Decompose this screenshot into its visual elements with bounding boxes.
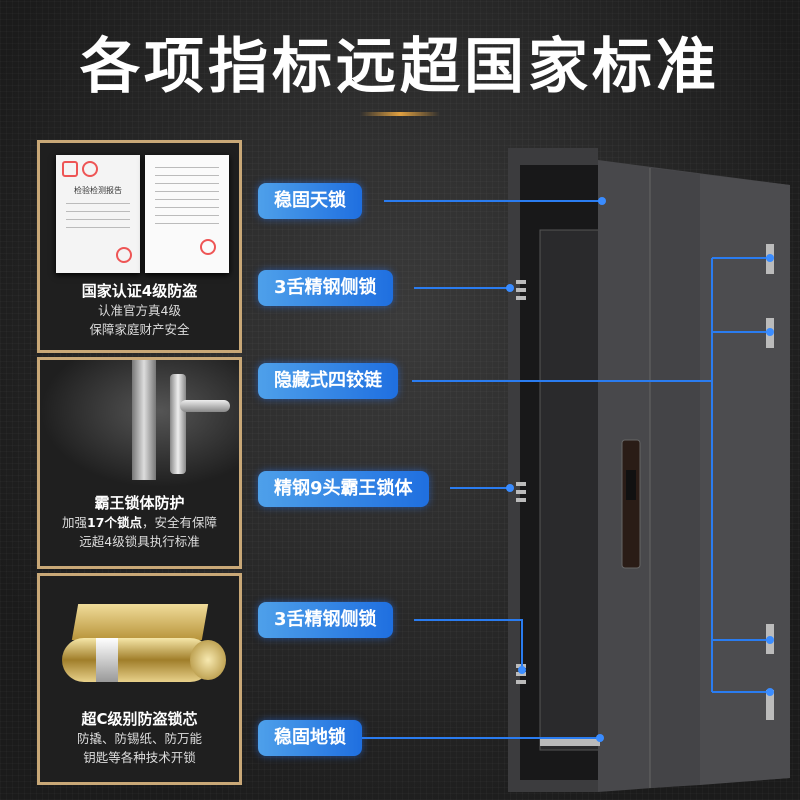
callout-side-lock-upper: 3舌精钢侧锁 [258, 270, 393, 306]
callout-bottom-lock: 稳固地锁 [258, 720, 362, 756]
panel-heading: 超C级别防盗锁芯 [81, 710, 198, 728]
test-report-image [145, 155, 229, 273]
callout-dots [506, 197, 774, 742]
certificate-image: 检验检测报告 [56, 155, 140, 273]
panel-text: 保障家庭财产安全 [89, 322, 190, 337]
callout-top-lock: 稳固天锁 [258, 183, 362, 219]
panel-text: 远超4级锁具执行标准 [79, 534, 200, 549]
lock-body-image [40, 360, 239, 488]
panel-heading: 霸王锁体防护 [94, 494, 185, 512]
page-title: 各项指标远超国家标准 [80, 32, 720, 102]
title-accent-divider [360, 112, 440, 116]
panel-heading: 国家认证4级防盗 [81, 282, 198, 300]
callout-lock-body: 精钢9头霸王锁体 [258, 471, 429, 507]
panel-lock-body: 霸王锁体防护 加强17个锁点，安全有保障 远超4级锁具执行标准 [37, 357, 242, 569]
panel-text: 加强17个锁点，安全有保障 [62, 515, 217, 530]
callout-side-lock-lower: 3舌精钢侧锁 [258, 602, 393, 638]
callout-hidden-hinges: 隐藏式四铰链 [258, 363, 398, 399]
panel-lock-cylinder: 超C级别防盗锁芯 防撬、防锡纸、防万能 钥匙等各种技术开锁 [37, 573, 242, 785]
smart-lock-handle [621, 439, 641, 569]
panel-text: 防撬、防锡纸、防万能 [76, 731, 202, 746]
panel-certification: 检验检测报告 国家认证4级防盗 认准官方真4级 保障家庭财产安全 [37, 140, 242, 353]
lock-cylinder-image [40, 576, 239, 704]
panel-text: 钥匙等各种技术开锁 [83, 750, 196, 765]
panel-text: 认准官方真4级 [98, 303, 181, 318]
callout-lines [362, 200, 770, 739]
